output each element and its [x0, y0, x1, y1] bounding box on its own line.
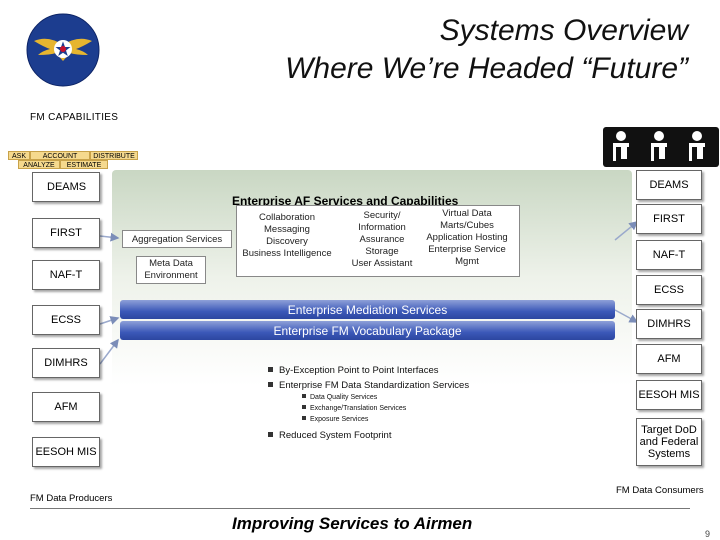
right-system-deams: DEAMS [636, 170, 702, 200]
service-item: Information [358, 222, 406, 233]
enterprise-vocabulary-bar: Enterprise FM Vocabulary Package [120, 321, 615, 340]
page-number: 9 [705, 529, 711, 539]
meta-data-environment: Meta Data Environment [136, 256, 206, 284]
bullet-item: Reduced System Footprint [268, 430, 391, 441]
service-item: Mgmt [455, 256, 479, 267]
right-system-eesoh-mis: EESOH MIS [636, 380, 702, 410]
footer-title: Improving Services to Airmen [232, 514, 473, 533]
sub-bullet-item: Exchange/Translation Services [302, 405, 406, 412]
tab-ask: ASK [8, 151, 30, 160]
service-item: Enterprise Service [428, 244, 506, 255]
right-system-naf-t: NAF-T [636, 240, 702, 270]
service-item: Storage [365, 246, 399, 257]
bullet-icon [268, 382, 273, 387]
service-item: Marts/Cubes [440, 220, 494, 231]
bullet-item: By-Exception Point to Point Interfaces [268, 365, 438, 376]
bullet-icon [268, 367, 273, 372]
service-item: Virtual Data [442, 208, 492, 219]
left-system-dimhrs: DIMHRS [32, 348, 100, 378]
right-system-first: FIRST [636, 204, 702, 234]
tab-analyze: ANALYZE [18, 160, 60, 169]
producers-label: FM Data Producers [30, 493, 113, 504]
right-system-ecss: ECSS [636, 275, 702, 305]
users-icon [603, 127, 719, 167]
service-item: Business Intelligence [242, 248, 332, 259]
service-item: Application Hosting [426, 232, 508, 243]
bullet-icon [302, 394, 306, 398]
services-col-3: Virtual Data Marts/Cubes Application Hos… [417, 208, 517, 268]
services-col-2: Security/ Information Assurance Storage … [337, 210, 427, 270]
service-item: Collaboration [259, 212, 315, 223]
left-system-ecss: ECSS [32, 305, 100, 335]
left-system-afm: AFM [32, 392, 100, 422]
service-item: User Assistant [351, 258, 413, 269]
aggregation-services: Aggregation Services [122, 230, 232, 248]
sub-bullet-item: Exposure Services [302, 416, 368, 423]
title-line-2: Where We’re Headed “Future” [285, 52, 688, 85]
enterprise-header: Enterprise AF Services and Capabilities [232, 194, 459, 208]
tab-distribute: DISTRIBUTE [90, 151, 138, 160]
service-item: Messaging [264, 224, 310, 235]
footer-divider [30, 508, 690, 509]
right-system-target-dod: Target DoD and Federal Systems [636, 418, 702, 466]
air-force-logo [26, 13, 100, 87]
service-item: Assurance [359, 234, 405, 245]
bullet-icon [268, 432, 273, 437]
services-col-1: Collaboration Messaging Discovery Busine… [237, 212, 337, 260]
bullet-icon [302, 405, 306, 409]
left-system-first: FIRST [32, 218, 100, 248]
tab-account: ACCOUNT [30, 151, 90, 160]
right-system-dimhrs: DIMHRS [636, 309, 702, 339]
right-system-afm: AFM [636, 344, 702, 374]
fm-capabilities-label: FM CAPABILITIES [30, 112, 119, 123]
title-line-1: Systems Overview [439, 14, 688, 47]
left-system-deams: DEAMS [32, 172, 100, 202]
service-item: Discovery [266, 236, 308, 247]
bullet-icon [302, 416, 306, 420]
services-box: Collaboration Messaging Discovery Busine… [236, 205, 520, 277]
left-system-eesoh-mis: EESOH MIS [32, 437, 100, 467]
sub-bullet-item: Data Quality Services [302, 394, 377, 401]
consumers-label: FM Data Consumers [616, 485, 704, 496]
enterprise-mediation-bar: Enterprise Mediation Services [120, 300, 615, 319]
service-item: Security/ [363, 210, 401, 221]
left-system-naf-t: NAF-T [32, 260, 100, 290]
bullet-item: Enterprise FM Data Standardization Servi… [268, 380, 469, 391]
tab-estimate: ESTIMATE [60, 160, 108, 169]
